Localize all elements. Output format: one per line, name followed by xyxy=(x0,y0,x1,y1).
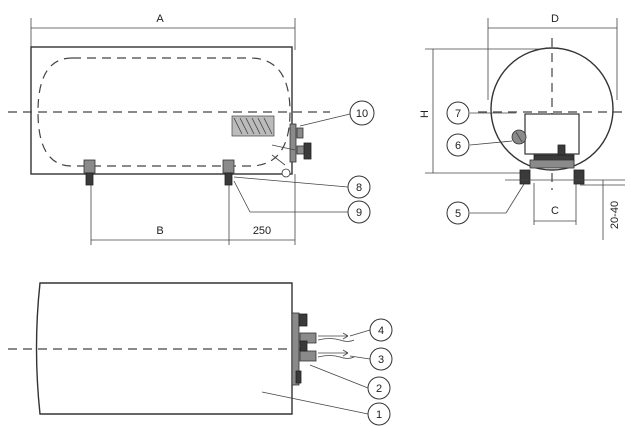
callout-1-label: 1 xyxy=(376,409,382,421)
callout-9: 9 xyxy=(347,200,371,224)
dimension-d: D xyxy=(487,13,618,100)
front-inner-tank xyxy=(37,57,291,167)
callout-4-label: 4 xyxy=(378,325,384,337)
callout-7-label: 7 xyxy=(455,108,461,120)
front-connections xyxy=(271,123,312,178)
callout-6-label: 6 xyxy=(455,140,461,152)
dimension-h: H xyxy=(419,48,548,174)
dimension-c: C xyxy=(533,183,577,225)
callout-8: 8 xyxy=(347,175,371,199)
heating-element xyxy=(231,115,275,137)
callout-8-label: 8 xyxy=(356,182,362,194)
callout-4: 4 xyxy=(369,318,393,342)
front-casing xyxy=(30,46,293,175)
callout-3-label: 3 xyxy=(378,354,384,366)
callout-5-label: 5 xyxy=(455,208,461,220)
front-view: A xyxy=(8,13,351,245)
callout-5: 5 xyxy=(446,201,470,225)
callout-10: 10 xyxy=(349,100,375,126)
dimension-b: B 250 xyxy=(90,174,296,245)
callout-7: 7 xyxy=(446,101,470,125)
dimension-d-label: D xyxy=(551,13,559,25)
dimension-offset-label: 250 xyxy=(253,225,271,237)
callout-9-label: 9 xyxy=(356,207,362,219)
callout-2: 2 xyxy=(367,376,391,400)
callout-3: 3 xyxy=(369,347,393,371)
callout-1: 1 xyxy=(367,402,391,426)
callout-10-label: 10 xyxy=(356,108,368,120)
dimension-h-label: H xyxy=(419,110,431,118)
top-view xyxy=(8,282,371,415)
dimension-clearance-label: 20-40 xyxy=(609,201,621,229)
top-connections xyxy=(291,312,355,386)
control-box xyxy=(524,113,580,155)
side-view: D H C xyxy=(419,13,625,240)
dimension-a-label: A xyxy=(156,13,164,25)
dimension-c-label: C xyxy=(551,205,559,217)
callout-6: 6 xyxy=(446,133,470,157)
dimension-b-label: B xyxy=(156,225,163,237)
callout-2-label: 2 xyxy=(376,383,382,395)
front-brackets xyxy=(83,159,235,186)
dimension-clearance: 20-40 xyxy=(602,180,621,240)
dimension-a: A xyxy=(30,13,296,50)
